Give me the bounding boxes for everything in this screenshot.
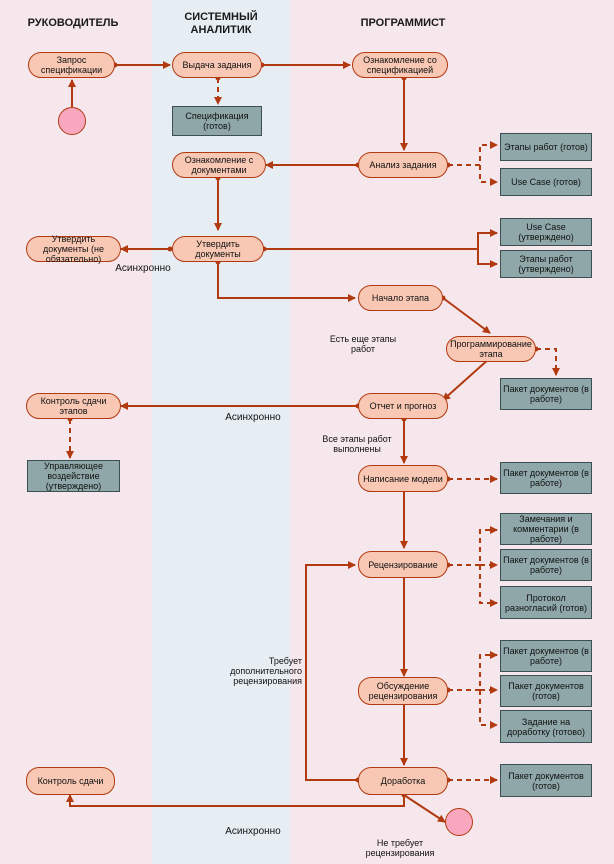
document-disagreement-protocol: Протокол разногласий (готов) (500, 586, 592, 619)
document-package-in-work-3: Пакет документов (в работе) (500, 549, 592, 581)
label-async-2: Асинхронно (225, 412, 281, 423)
activity-doc-review: Ознакомление с документами (172, 152, 266, 178)
activity-approve-docs-analyst: Утвердить документы (172, 236, 264, 262)
document-rework-task: Задание на доработку (готово) (500, 710, 592, 743)
activity-programming: Программирование этапа (446, 336, 536, 362)
final-node (445, 808, 473, 836)
lane-title-manager: РУКОВОДИТЕЛЬ (27, 17, 119, 29)
activity-spec-request: Запрос спецификации (28, 52, 115, 78)
activity-issue-task: Выдача задания (172, 52, 262, 78)
activity-report: Отчет и прогноз (358, 393, 448, 419)
activity-reviewing: Рецензирование (358, 551, 448, 578)
label-no-review: Не требует рецензирования (365, 838, 435, 858)
activity-stage-control: Контроль сдачи этапов (26, 393, 121, 419)
label-async-3: Асинхронно (225, 826, 281, 837)
document-usecase-ready: Use Case (готов) (500, 168, 592, 196)
activity-discussion: Обсуждение рецензирования (358, 677, 448, 705)
activity-model-writing: Написание модели (358, 465, 448, 492)
activity-spec-review: Ознакомление со спецификацией (352, 52, 448, 78)
label-async-1: Асинхронно (115, 263, 171, 274)
document-package-in-work-1: Пакет документов (в работе) (500, 378, 592, 410)
activity-stage-start: Начало этапа (358, 285, 443, 311)
lane-title-programmer: ПРОГРАММИСТ (360, 17, 446, 29)
label-more-stages: Есть еще этапы работ (329, 334, 397, 354)
document-stages-approved: Этапы работ (утверждено) (500, 250, 592, 278)
lane-manager (0, 0, 152, 864)
document-package-ready-2: Пакет документов (готов) (500, 764, 592, 797)
document-package-in-work-4: Пакет документов (в работе) (500, 640, 592, 672)
activity-delivery-control: Контроль сдачи (26, 767, 115, 795)
document-usecase-approved: Use Case (утверждено) (500, 218, 592, 246)
document-spec-ready: Спецификация (готов) (172, 106, 262, 136)
lane-analyst (152, 0, 290, 864)
document-package-in-work-2: Пакет документов (в работе) (500, 462, 592, 494)
document-remarks: Замечания и комментарии (в работе) (500, 513, 592, 545)
activity-approve-docs-manager: Утвердить документы (не обязательно) (26, 234, 121, 264)
initial-node (58, 107, 86, 135)
label-all-done: Все этапы работ выполнены (322, 434, 392, 454)
document-management-action: Управляющее воздействие (утверждено) (27, 460, 120, 492)
lane-title-analyst: СИСТЕМНЫЙ АНАЛИТИК (184, 11, 258, 36)
activity-rework: Доработка (358, 767, 448, 795)
activity-task-analysis: Анализ задания (358, 152, 448, 178)
document-stages-ready: Этапы работ (готов) (500, 133, 592, 161)
label-needs-review: Требует дополнительного рецензирования (230, 656, 302, 686)
document-package-ready-1: Пакет документов (готов) (500, 675, 592, 707)
